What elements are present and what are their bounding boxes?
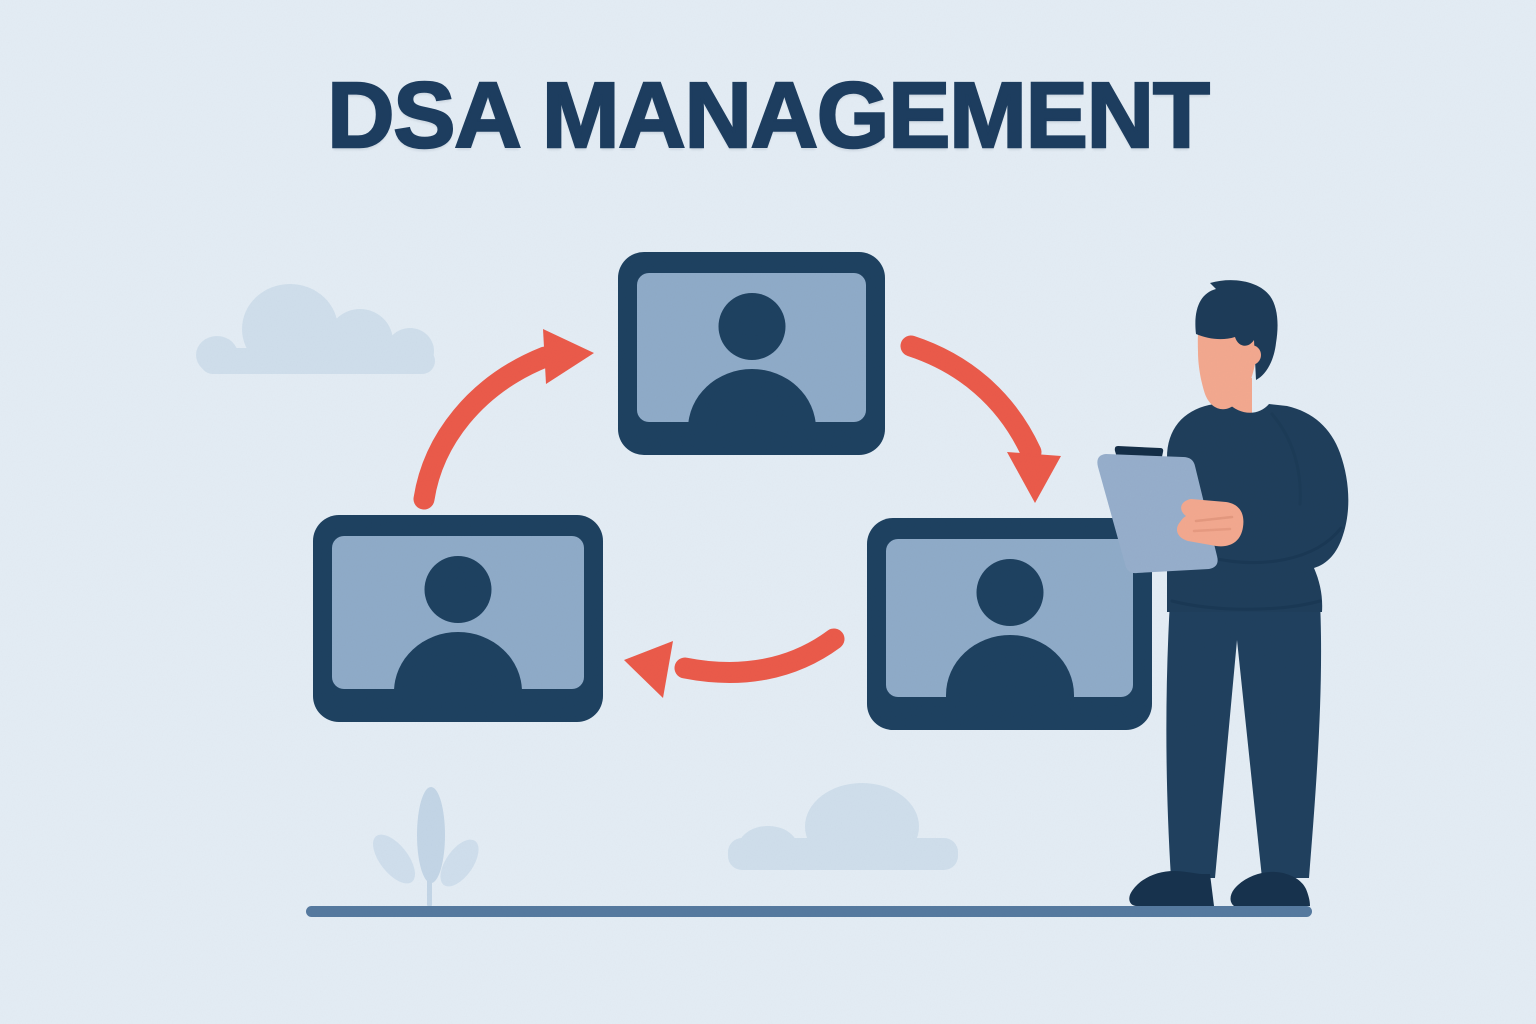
arrow-top-to-right-icon (900, 335, 1042, 463)
man-shoe-left (1129, 871, 1214, 906)
arrowhead-left-icon (624, 641, 673, 698)
man-hand (1176, 499, 1244, 547)
man-ear (1241, 345, 1261, 365)
man-figure (1097, 280, 1349, 906)
cycle-arrows (413, 329, 1061, 698)
arrowhead-down-icon (1007, 452, 1061, 503)
arrowhead-up-right-icon (543, 329, 594, 384)
arrow-left-to-top-icon (413, 346, 556, 510)
man-legs (1166, 601, 1322, 878)
arrow-right-to-left-icon (674, 628, 845, 683)
